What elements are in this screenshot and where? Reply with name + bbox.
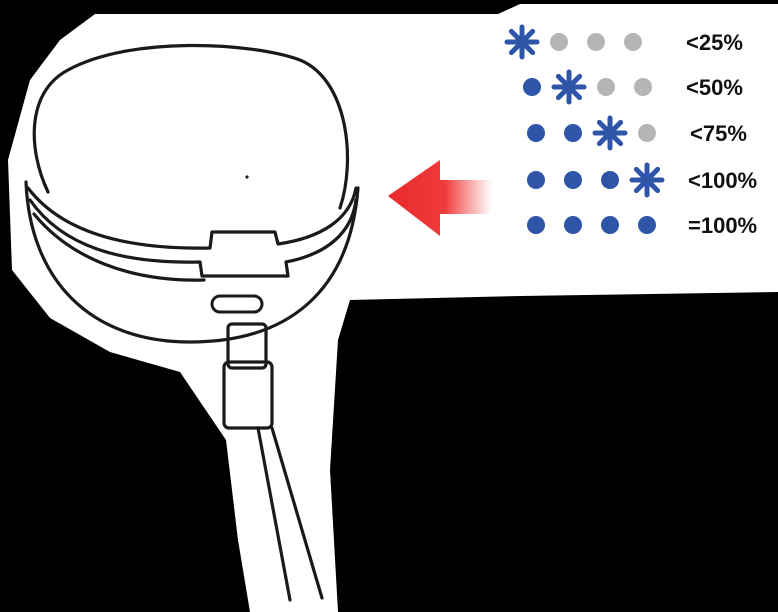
led-off-icon — [638, 124, 656, 142]
blinking-led-icon — [595, 118, 625, 148]
case-indicator-dot — [245, 175, 248, 178]
led-on-icon — [601, 171, 619, 189]
led-off-icon — [624, 33, 642, 51]
led-on-icon — [601, 216, 619, 234]
legend-row-label: <75% — [690, 121, 747, 146]
legend-row-label: <50% — [686, 75, 743, 100]
legend-row-label: =100% — [688, 213, 757, 238]
paper-background — [8, 4, 778, 612]
blinking-led-icon — [507, 27, 537, 57]
led-on-icon — [523, 78, 541, 96]
legend-row-label: <100% — [688, 168, 757, 193]
led-on-icon — [564, 216, 582, 234]
led-off-icon — [587, 33, 605, 51]
led-on-icon — [527, 124, 545, 142]
led-on-icon — [527, 216, 545, 234]
led-on-icon — [564, 171, 582, 189]
led-on-icon — [527, 171, 545, 189]
led-on-icon — [638, 216, 656, 234]
led-off-icon — [634, 78, 652, 96]
blinking-led-icon — [554, 72, 584, 102]
led-off-icon — [550, 33, 568, 51]
legend-row-label: <25% — [686, 30, 743, 55]
led-on-icon — [564, 124, 582, 142]
blinking-led-icon — [632, 165, 662, 195]
led-off-icon — [597, 78, 615, 96]
